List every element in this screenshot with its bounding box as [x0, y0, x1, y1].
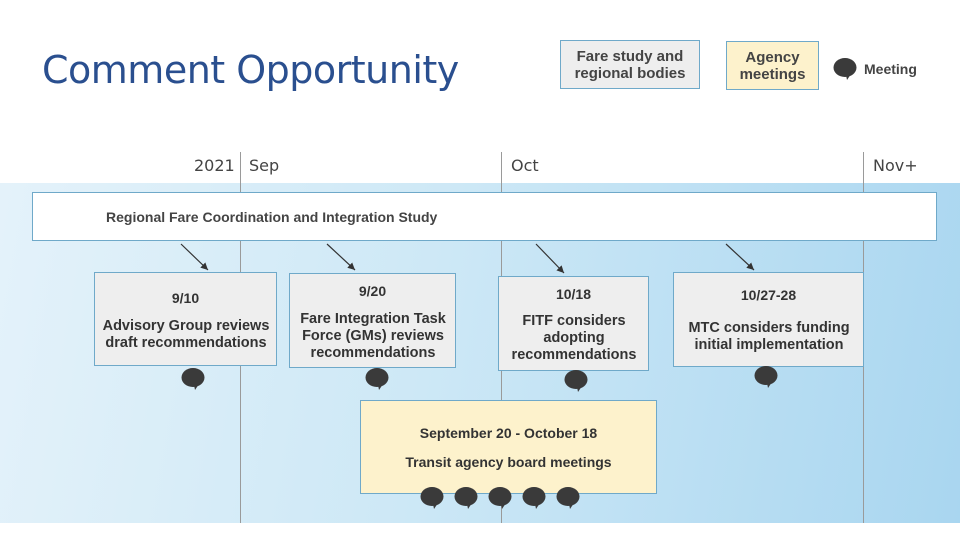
slide-title: Comment Opportunity — [42, 48, 459, 92]
speech-bubble-icon — [420, 487, 444, 509]
speech-bubble-icon — [454, 487, 478, 509]
event-description: MTC considers funding initial implementa… — [688, 320, 850, 353]
study-label: Regional Fare Coordination and Integrati… — [106, 209, 438, 225]
board-meetings-box: September 20 - October 18 Transit agency… — [360, 400, 657, 494]
arrow-event-1 — [180, 243, 209, 271]
event-card-10-18: 10/18 FITF considers adopting recommenda… — [498, 276, 649, 371]
legend-agency-label: Agency meetings — [739, 48, 806, 83]
arrow-event-3 — [535, 243, 565, 274]
event-description: Fare Integration Task Force (GMs) review… — [300, 311, 446, 361]
speech-bubble-icon — [181, 368, 205, 390]
event-card-9-10: 9/10 Advisory Group reviews draft recomm… — [94, 272, 277, 366]
event-date: 10/27-28 — [740, 287, 797, 303]
event-date: 9/10 — [171, 290, 200, 306]
event-card-9-20: 9/20 Fare Integration Task Force (GMs) r… — [289, 273, 456, 368]
speech-bubble-icon — [488, 487, 512, 509]
speech-bubble-icon — [365, 368, 389, 390]
speech-bubble-icon — [754, 366, 778, 388]
event-description: Advisory Group reviews draft recommendat… — [102, 318, 270, 351]
legend-fare-study: Fare study and regional bodies — [560, 40, 700, 89]
event-card-10-27: 10/27-28 MTC considers funding initial i… — [673, 272, 864, 367]
board-meetings-dates: September 20 - October 18 — [419, 425, 598, 441]
study-bar: Regional Fare Coordination and Integrati… — [32, 192, 937, 241]
speech-bubble-icon — [522, 487, 546, 509]
speech-bubble-icon — [564, 370, 588, 392]
event-date: 10/18 — [555, 286, 592, 302]
legend-meeting-label: Meeting — [864, 61, 917, 77]
legend-fare-study-label: Fare study and regional bodies — [574, 47, 686, 82]
tick-label-oct: Oct — [511, 156, 539, 175]
legend-agency-meetings: Agency meetings — [726, 41, 819, 90]
tick-label-2021: 2021 — [194, 156, 235, 175]
arrow-event-4 — [725, 243, 755, 271]
tick-label-nov: Nov+ — [873, 156, 918, 175]
speech-bubble-icon — [556, 487, 580, 509]
arrow-event-2 — [326, 243, 356, 271]
tick-label-sep: Sep — [249, 156, 280, 175]
event-description: FITF considers adopting recommendations — [511, 313, 637, 363]
event-date: 9/20 — [358, 283, 387, 299]
board-meetings-description: Transit agency board meetings — [405, 454, 612, 470]
